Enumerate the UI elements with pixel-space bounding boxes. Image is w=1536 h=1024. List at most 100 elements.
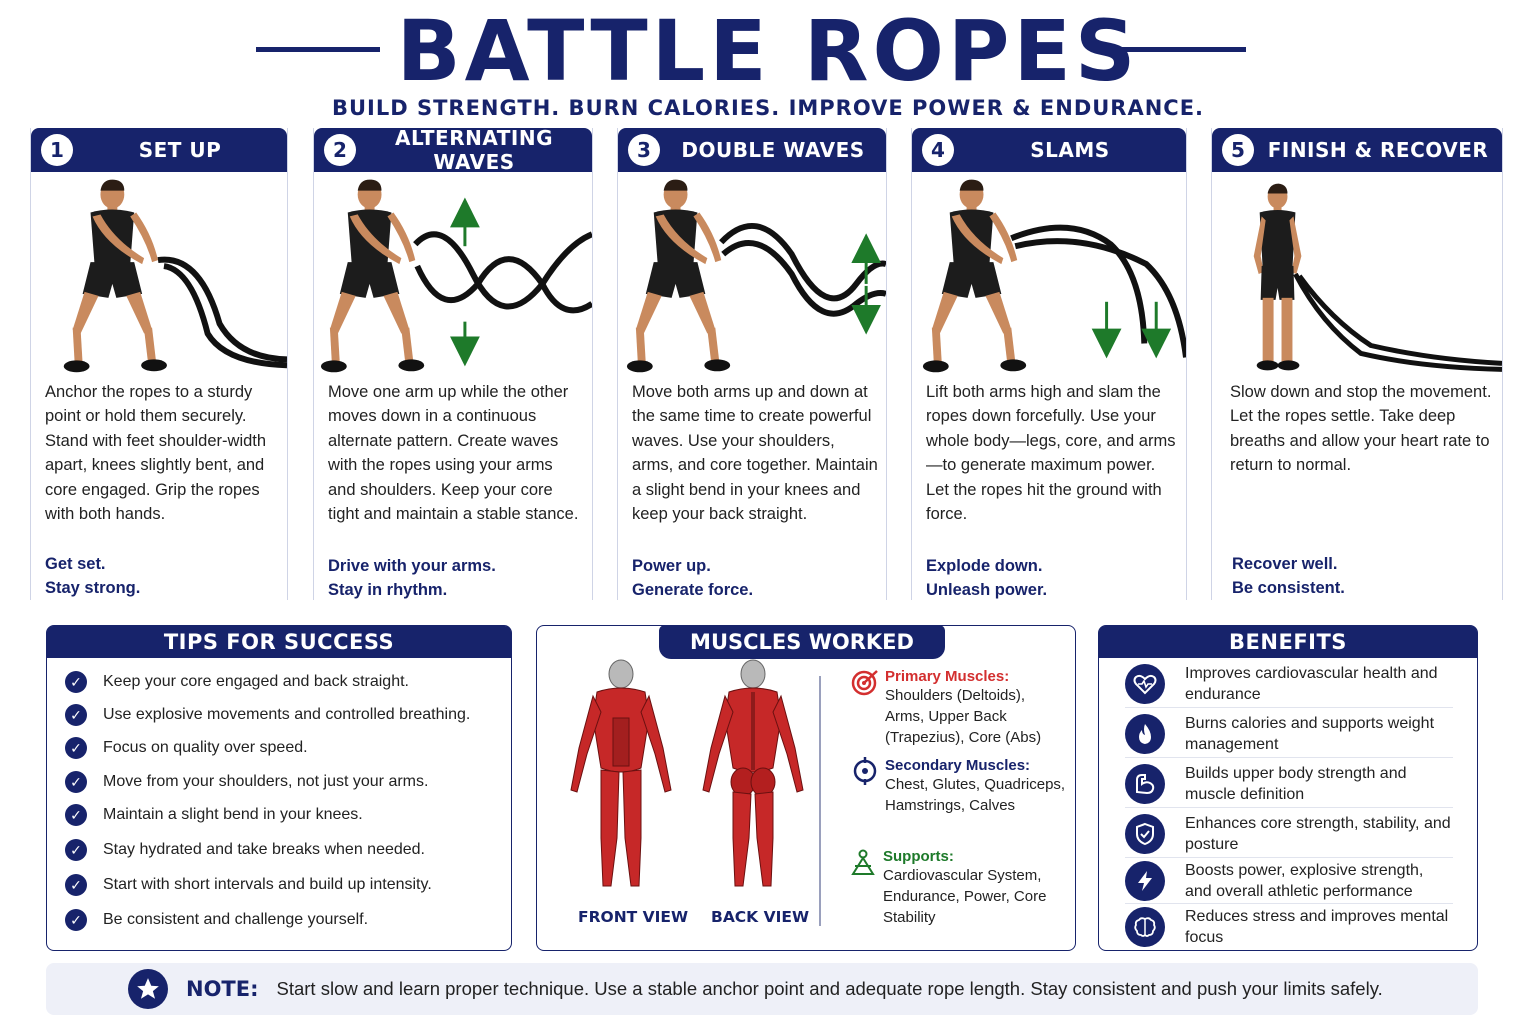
secondary-muscles-text: Chest, Glutes, Quadriceps, Hamstrings, C… xyxy=(885,776,1066,814)
page-title: BATTLE ROPES xyxy=(396,2,1140,100)
flame-icon xyxy=(1125,713,1165,754)
check-icon: ✓ xyxy=(65,704,87,726)
check-icon: ✓ xyxy=(65,771,87,793)
step-number: 1 xyxy=(41,134,73,166)
step-motto: Recover well. Be consistent. xyxy=(1232,552,1494,600)
muscles-title: MUSCLES WORKED xyxy=(659,625,945,659)
step-card-1: 1 SET UP Anchor the ropes to a sturdy po… xyxy=(30,128,288,600)
tip-item: ✓ Keep your core engaged and back straigh… xyxy=(65,667,409,697)
step-title: SET UP xyxy=(138,138,222,162)
supports-title: Supports: xyxy=(883,848,954,865)
benefit-item: Builds upper body strength and muscle de… xyxy=(1125,760,1453,808)
tip-text: Keep your core engaged and back straight… xyxy=(103,673,409,690)
person-support-icon xyxy=(851,849,875,875)
benefit-item: Improves cardiovascular health and endur… xyxy=(1125,660,1453,708)
secondary-muscles-title: Secondary Muscles: xyxy=(885,757,1031,774)
tips-panel: TIPS FOR SUCCESS ✓ Keep your core engaged… xyxy=(46,625,512,951)
motto-line-2: Stay in rhythm. xyxy=(328,581,448,599)
tip-text: Focus on quality over speed. xyxy=(103,739,308,756)
step-header: 1 SET UP xyxy=(31,128,287,172)
step-number: 3 xyxy=(628,134,660,166)
page-subtitle: BUILD STRENGTH. BURN CALORIES. IMPROVE P… xyxy=(331,96,1205,120)
title-rule-right xyxy=(1122,47,1246,52)
double-waves-illustration xyxy=(626,179,886,373)
note-bar: NOTE: Start slow and learn proper techni… xyxy=(46,963,1478,1015)
finish-recover-illustration xyxy=(1253,183,1502,372)
supports-group: Supports: Cardiovascular System, Enduran… xyxy=(851,848,1063,928)
step-card-4: 4 SLAMS Lift both arms high and slam the… xyxy=(911,128,1187,600)
benefit-text: Reduces stress and improves mental focus xyxy=(1185,908,1449,946)
note-label: NOTE: xyxy=(186,977,259,1001)
step-motto: Explode down. Unleash power. xyxy=(926,554,1178,602)
supports-text: Cardiovascular System, Endurance, Power,… xyxy=(883,867,1047,926)
tip-item: ✓ Be consistent and challenge yourself. xyxy=(65,905,368,935)
alternating-waves-illustration xyxy=(320,179,592,373)
check-icon: ✓ xyxy=(65,839,87,861)
motto-line-2: Be consistent. xyxy=(1232,579,1345,597)
check-icon: ✓ xyxy=(65,671,87,693)
step-card-5: 5 FINISH & RECOVER Slow down and stop th… xyxy=(1211,128,1503,600)
tip-item: ✓Move from your shoulders, not just your… xyxy=(65,767,428,797)
step-motto: Get set. Stay strong. xyxy=(45,552,279,600)
lightning-icon xyxy=(1125,860,1165,901)
primary-muscles-group: Primary Muscles: Shoulders (Deltoids), A… xyxy=(851,668,1065,748)
setup-illustration xyxy=(63,179,287,373)
muscles-divider xyxy=(819,676,821,926)
step-title: ALTERNATING WAVES xyxy=(394,126,554,174)
step-header: 5 FINISH & RECOVER xyxy=(1212,128,1502,172)
benefit-text: Boosts power, explosive strength, and ov… xyxy=(1185,861,1424,900)
tip-text: Be consistent and challenge yourself. xyxy=(103,911,369,928)
tip-item: ✓ Focus on quality over speed. xyxy=(65,733,308,763)
motto-line-2: Unleash power. xyxy=(926,581,1048,599)
tip-text: Maintain a slight bend in your knees. xyxy=(103,806,363,823)
bicep-icon xyxy=(1125,763,1165,804)
star-icon xyxy=(128,969,168,1009)
step-title: DOUBLE WAVES xyxy=(681,138,865,162)
tip-text: Stay hydrated and take breaks when neede… xyxy=(103,841,425,858)
benefit-text: Builds upper body strength and muscle de… xyxy=(1185,764,1407,803)
check-icon: ✓ xyxy=(65,874,87,896)
target-icon xyxy=(851,670,878,696)
tip-item: ✓ Stay hydrated and take breaks when need… xyxy=(65,835,425,865)
title-wrap: BATTLE ROPES xyxy=(0,6,1536,96)
check-icon: ✓ xyxy=(65,737,87,759)
check-icon: ✓ xyxy=(65,804,87,826)
benefits-title: BENEFITS xyxy=(1099,626,1477,658)
step-description: Anchor the ropes to a sturdy point or ho… xyxy=(45,383,267,524)
back-view-anatomy-figure xyxy=(702,659,804,887)
motto-line-1: Recover well. xyxy=(1232,555,1338,573)
step-title: SLAMS xyxy=(1030,138,1110,162)
check-icon: ✓ xyxy=(65,909,87,931)
crosshair-icon xyxy=(853,757,877,785)
muscles-panel: MUSCLES WORKED FRONT VIEW BACK VIEW Prim… xyxy=(536,625,1076,951)
tip-item: ✓Start with short intervals and build up… xyxy=(65,870,432,900)
brain-icon xyxy=(1125,907,1165,947)
benefit-item: Boosts power, explosive strength, and ov… xyxy=(1125,858,1453,904)
step-header: 3 DOUBLE WAVES xyxy=(618,128,886,172)
step-motto: Drive with your arms. Stay in rhythm. xyxy=(328,554,584,602)
heart-icon xyxy=(1125,663,1165,704)
benefits-panel: BENEFITS Improves cardiovascular health … xyxy=(1098,625,1478,951)
step-description: Move both arms up and down at the same t… xyxy=(632,383,878,524)
motto-line-2: Stay strong. xyxy=(45,579,141,597)
primary-muscles-text: Shoulders (Deltoids), Arms, Upper Back (… xyxy=(885,687,1042,746)
benefit-text: Improves cardiovascular health and endur… xyxy=(1185,664,1438,703)
front-view-anatomy-figure xyxy=(570,659,672,887)
benefit-text: Burns calories and supports weight manag… xyxy=(1185,714,1435,753)
step-motto: Power up. Generate force. xyxy=(632,554,878,602)
benefit-item: Enhances core strength, stability, and p… xyxy=(1125,810,1453,858)
benefit-text: Enhances core strength, stability, and p… xyxy=(1185,814,1451,853)
motto-line-1: Get set. xyxy=(45,555,106,573)
title-rule-left xyxy=(256,47,380,52)
primary-muscles-title: Primary Muscles: xyxy=(885,668,1010,685)
back-view-label: BACK VIEW xyxy=(711,908,810,926)
front-view-label: FRONT VIEW xyxy=(578,908,689,926)
note-text: Start slow and learn proper technique. U… xyxy=(276,978,1383,999)
tip-item: ✓ Maintain a slight bend in your knees. xyxy=(65,800,363,830)
shield-check-icon xyxy=(1125,813,1165,854)
tips-title: TIPS FOR SUCCESS xyxy=(47,626,511,658)
step-card-3: 3 DOUBLE WAVES Move both arms up and dow… xyxy=(617,128,887,600)
motto-line-1: Explode down. xyxy=(926,557,1043,575)
benefit-item: Burns calories and supports weight manag… xyxy=(1125,710,1453,758)
step-header: 2 ALTERNATING WAVES xyxy=(314,126,592,174)
